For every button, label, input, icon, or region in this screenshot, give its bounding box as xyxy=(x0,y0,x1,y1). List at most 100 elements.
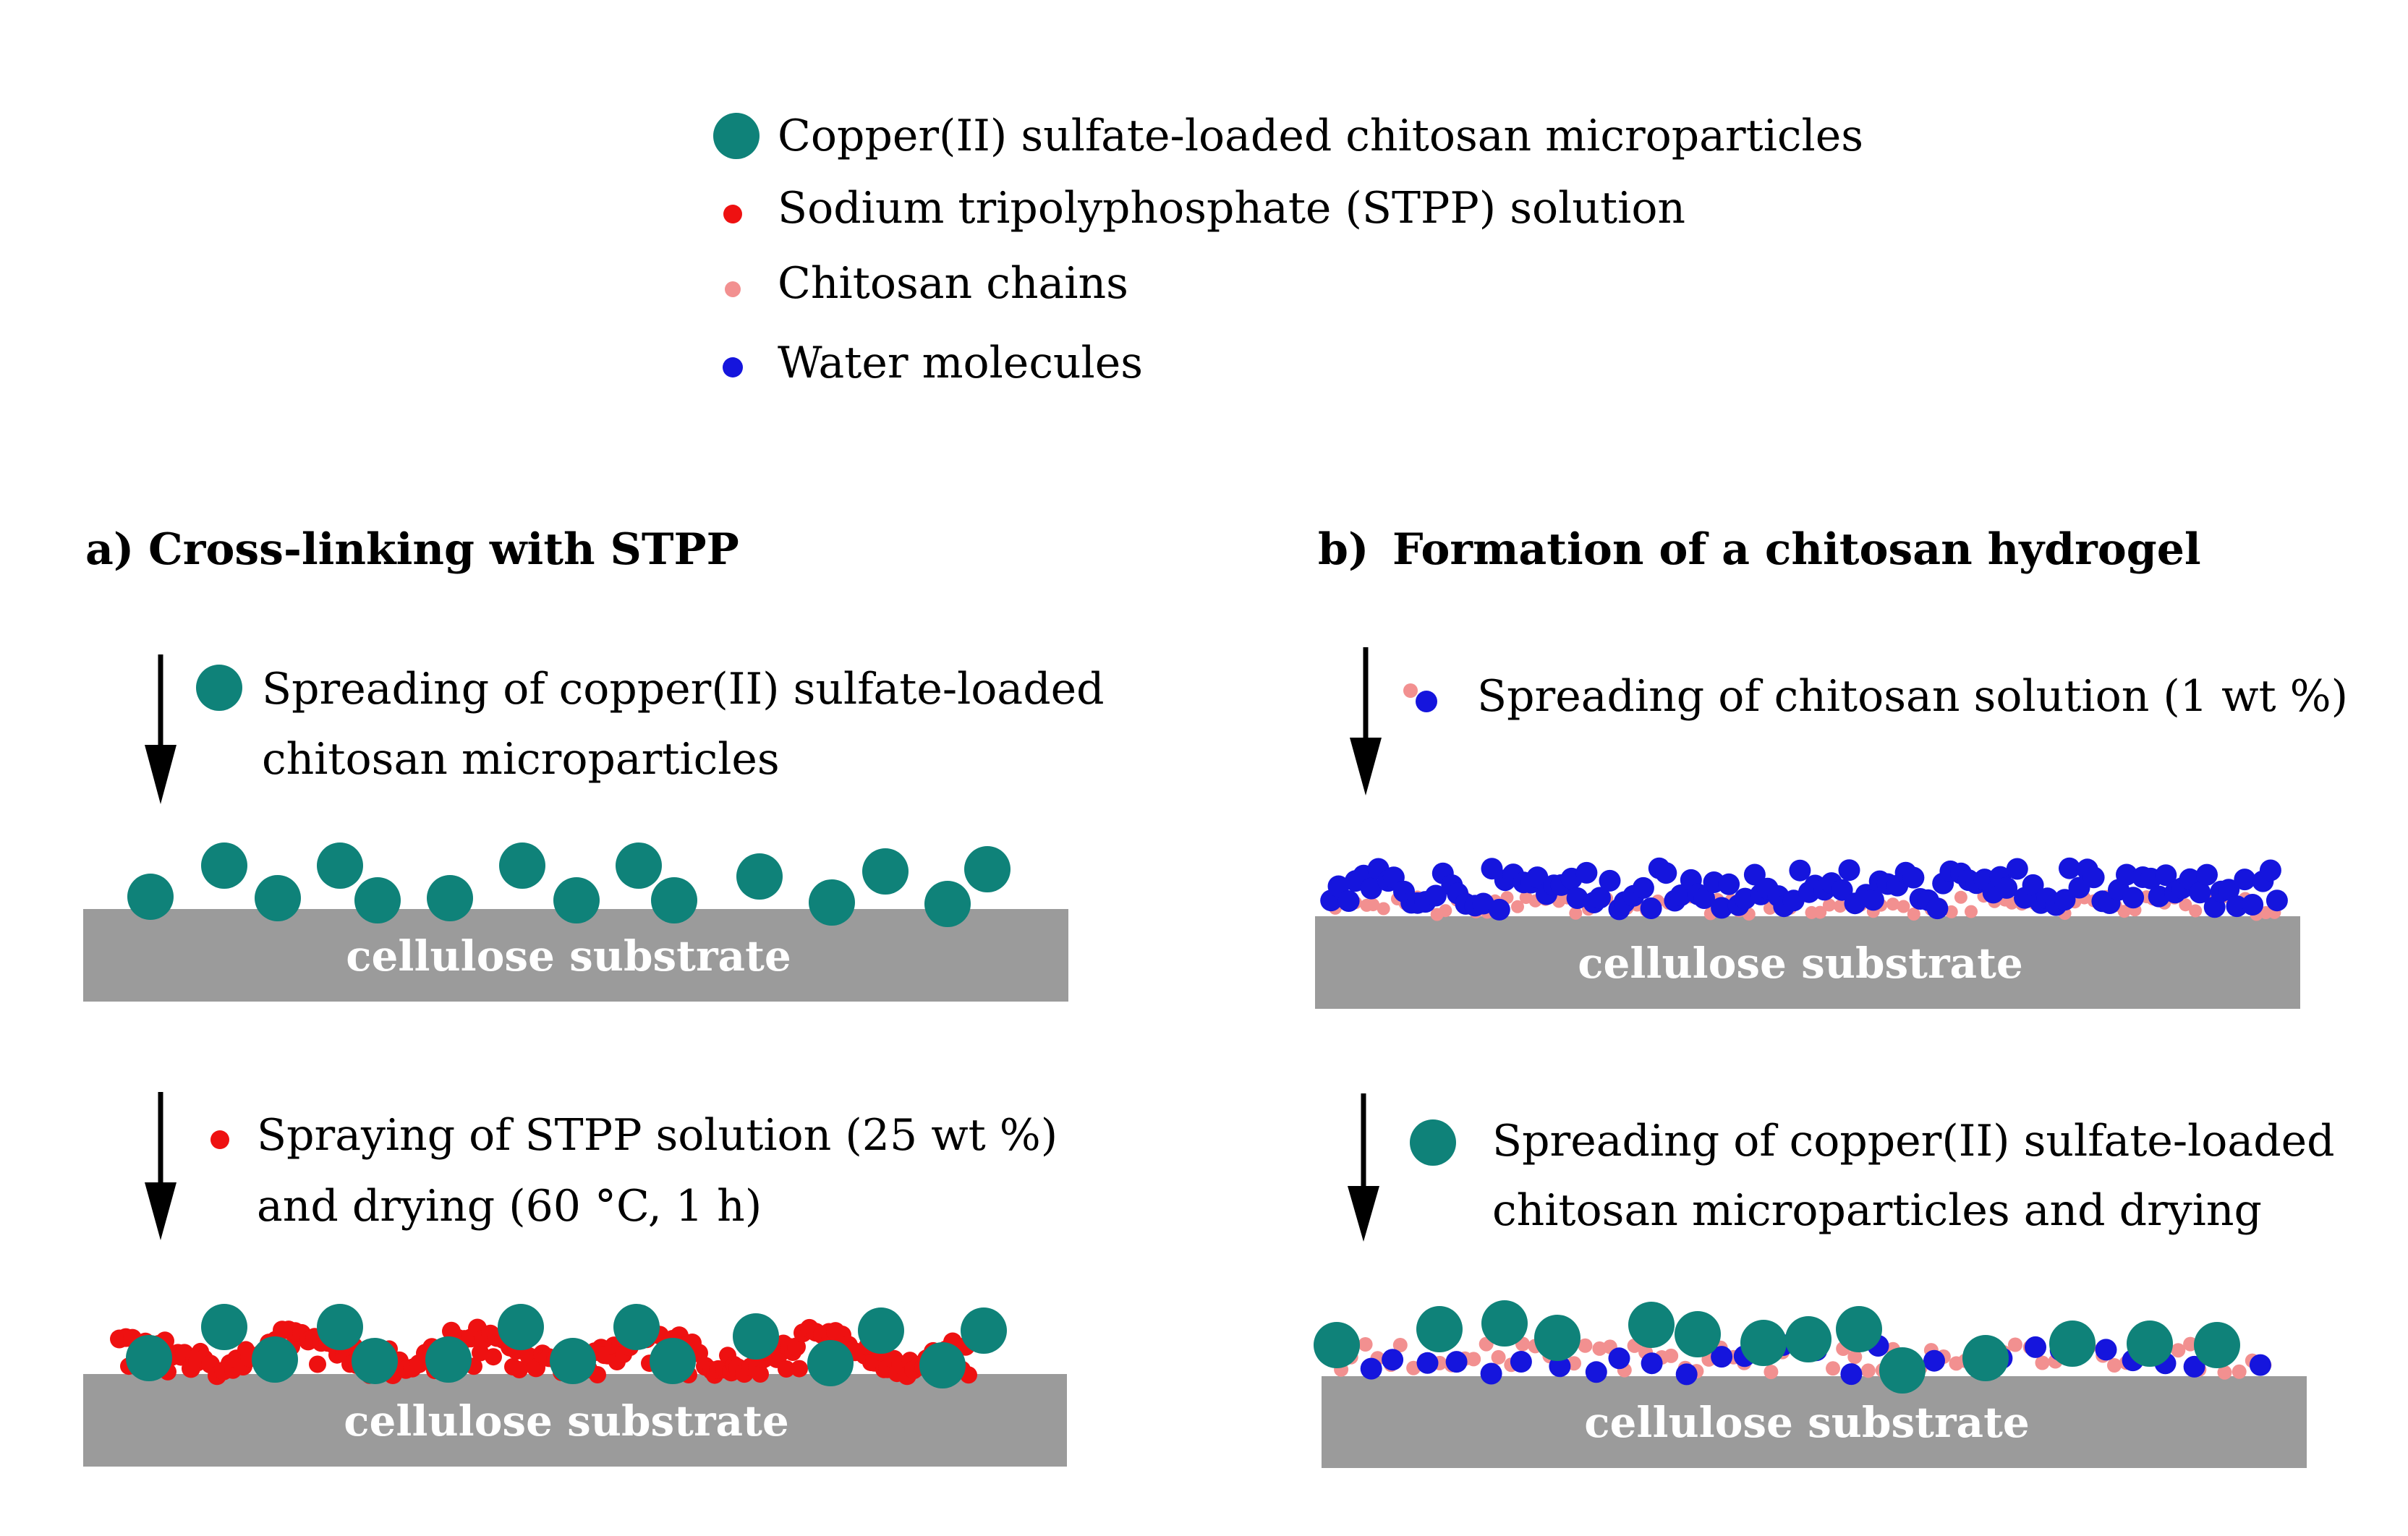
legend-item-chitosan-chains: Chitosan chains xyxy=(725,258,1128,309)
microparticle xyxy=(1416,1306,1463,1352)
water-molecule xyxy=(1526,866,1549,889)
stpp-drop xyxy=(778,1360,795,1378)
water-molecule xyxy=(2122,887,2145,909)
chitosan-chain xyxy=(1439,904,1452,918)
microparticle xyxy=(1836,1306,1882,1352)
water-molecule xyxy=(1711,897,1733,919)
microparticle xyxy=(201,842,247,889)
water-molecule xyxy=(1902,866,1925,889)
cellulose-substrate xyxy=(83,909,1068,1002)
water-molecule xyxy=(1926,897,1949,920)
chitosan-chain xyxy=(1491,1349,1506,1365)
water-molecule xyxy=(1655,862,1677,884)
chitosan-chain xyxy=(2171,1343,2186,1358)
water-molecule xyxy=(2242,894,2264,916)
water-molecule xyxy=(1718,873,1740,895)
panel-b-title: Formation of a chitosan hydrogel xyxy=(1392,524,2201,575)
water-molecule xyxy=(2155,864,2177,887)
water-molecule xyxy=(2259,859,2281,882)
panel-a-step1-line1: Spreading of copper(II) sulfate-loaded xyxy=(262,664,1105,714)
microparticle xyxy=(1785,1316,1831,1362)
chitosan-chain xyxy=(1813,905,1827,919)
chitosan-chain-icon xyxy=(725,281,741,297)
microparticle xyxy=(252,1336,298,1383)
chitosan-chain xyxy=(1847,1349,1863,1365)
microparticle xyxy=(919,1342,966,1388)
stpp-drop-icon xyxy=(723,205,742,223)
water-molecule-icon xyxy=(1416,691,1437,712)
water-molecule xyxy=(1510,1351,1532,1373)
microparticle xyxy=(317,1304,363,1350)
water-molecule xyxy=(1743,863,1766,886)
microparticle xyxy=(553,877,600,923)
chitosan-chain xyxy=(2035,1355,2050,1370)
water-molecule xyxy=(2025,1336,2046,1358)
microparticle xyxy=(354,877,401,923)
panel-b-substrate-top: cellulose substrate xyxy=(1315,857,2300,1009)
panel-b: b) Formation of a chitosan hydrogel Spre… xyxy=(1314,524,2348,1468)
chitosan-chain xyxy=(1907,908,1920,921)
legend-item-stpp: Sodium tripolyphosphate (STPP) solution xyxy=(723,183,1685,234)
cellulose-substrate xyxy=(1315,916,2300,1009)
substrate-label: cellulose substrate xyxy=(344,1396,789,1446)
microparticle xyxy=(2049,1320,2096,1367)
microparticle xyxy=(1879,1347,1926,1394)
water-molecule xyxy=(1923,1349,1945,1372)
chitosan-chain xyxy=(1860,1363,1876,1378)
stpp-drop xyxy=(511,1361,528,1378)
legend-label-stpp: Sodium tripolyphosphate (STPP) solution xyxy=(778,183,1685,234)
water-molecule xyxy=(2006,858,2028,880)
microparticle xyxy=(126,1335,172,1381)
chitosan-chain xyxy=(2117,905,2131,918)
water-molecule xyxy=(1360,1357,1382,1380)
microparticle xyxy=(352,1338,398,1384)
water-molecule xyxy=(1711,1346,1733,1368)
panel-a: a) Cross-linking with STPP Spreading of … xyxy=(83,524,1105,1467)
chitosan-chain xyxy=(1833,900,1847,913)
microparticle xyxy=(498,1304,544,1350)
cellulose-substrate xyxy=(83,1374,1067,1467)
panel-b-step1-line1: Spreading of chitosan solution (1 wt %) xyxy=(1477,671,2348,722)
water-molecule-icon xyxy=(723,357,743,377)
microparticle xyxy=(1534,1315,1580,1361)
particle-layer xyxy=(1320,857,2288,921)
chitosan-chain xyxy=(1664,1348,1679,1363)
microparticle xyxy=(1675,1311,1721,1357)
chitosan-chain xyxy=(1897,900,1910,913)
chitosan-chain xyxy=(1511,900,1524,913)
stpp-drop xyxy=(791,1360,808,1378)
water-molecule xyxy=(1575,861,1598,884)
microparticle xyxy=(1962,1335,2009,1381)
water-molecule xyxy=(1585,1361,1607,1383)
chitosan-chain xyxy=(1569,906,1583,920)
substrate-label: cellulose substrate xyxy=(1584,1398,2030,1447)
chitosan-chain xyxy=(1822,898,1836,912)
water-molecule xyxy=(2095,1339,2117,1361)
water-molecule xyxy=(1488,898,1510,921)
panel-b-step2-line2: chitosan microparticles and drying xyxy=(1492,1185,2262,1236)
water-molecule xyxy=(1831,879,1853,901)
microparticle xyxy=(1740,1320,1787,1366)
legend-label-chitosan-chains: Chitosan chains xyxy=(778,258,1128,309)
chitosan-chain xyxy=(2008,1337,2022,1352)
down-arrow-icon xyxy=(1350,647,1382,795)
panel-a-step2-line1: Spraying of STPP solution (25 wt %) xyxy=(257,1110,1058,1161)
chitosan-chain xyxy=(1578,1338,1593,1353)
stpp-drop-icon xyxy=(210,1130,229,1149)
panel-b-step2: Spreading of copper(II) sulfate-loaded c… xyxy=(1348,1093,2335,1242)
microparticle xyxy=(862,848,909,895)
water-molecule xyxy=(2218,879,2240,901)
microparticle xyxy=(733,1313,779,1360)
water-molecule xyxy=(1675,1363,1698,1386)
cellulose-substrate xyxy=(1322,1376,2307,1468)
stpp-drop xyxy=(309,1355,326,1373)
water-molecule xyxy=(2196,863,2218,886)
water-molecule xyxy=(1337,890,1360,912)
panel-b-substrate-bottom: cellulose substrate xyxy=(1314,1300,2307,1468)
microparticle xyxy=(2127,1320,2173,1367)
down-arrow-icon xyxy=(1348,1093,1379,1242)
chitosan-chain xyxy=(1965,905,1978,918)
chitosan-chain xyxy=(2183,1336,2198,1352)
panel-a-substrate-bottom: cellulose substrate xyxy=(83,1304,1067,1467)
